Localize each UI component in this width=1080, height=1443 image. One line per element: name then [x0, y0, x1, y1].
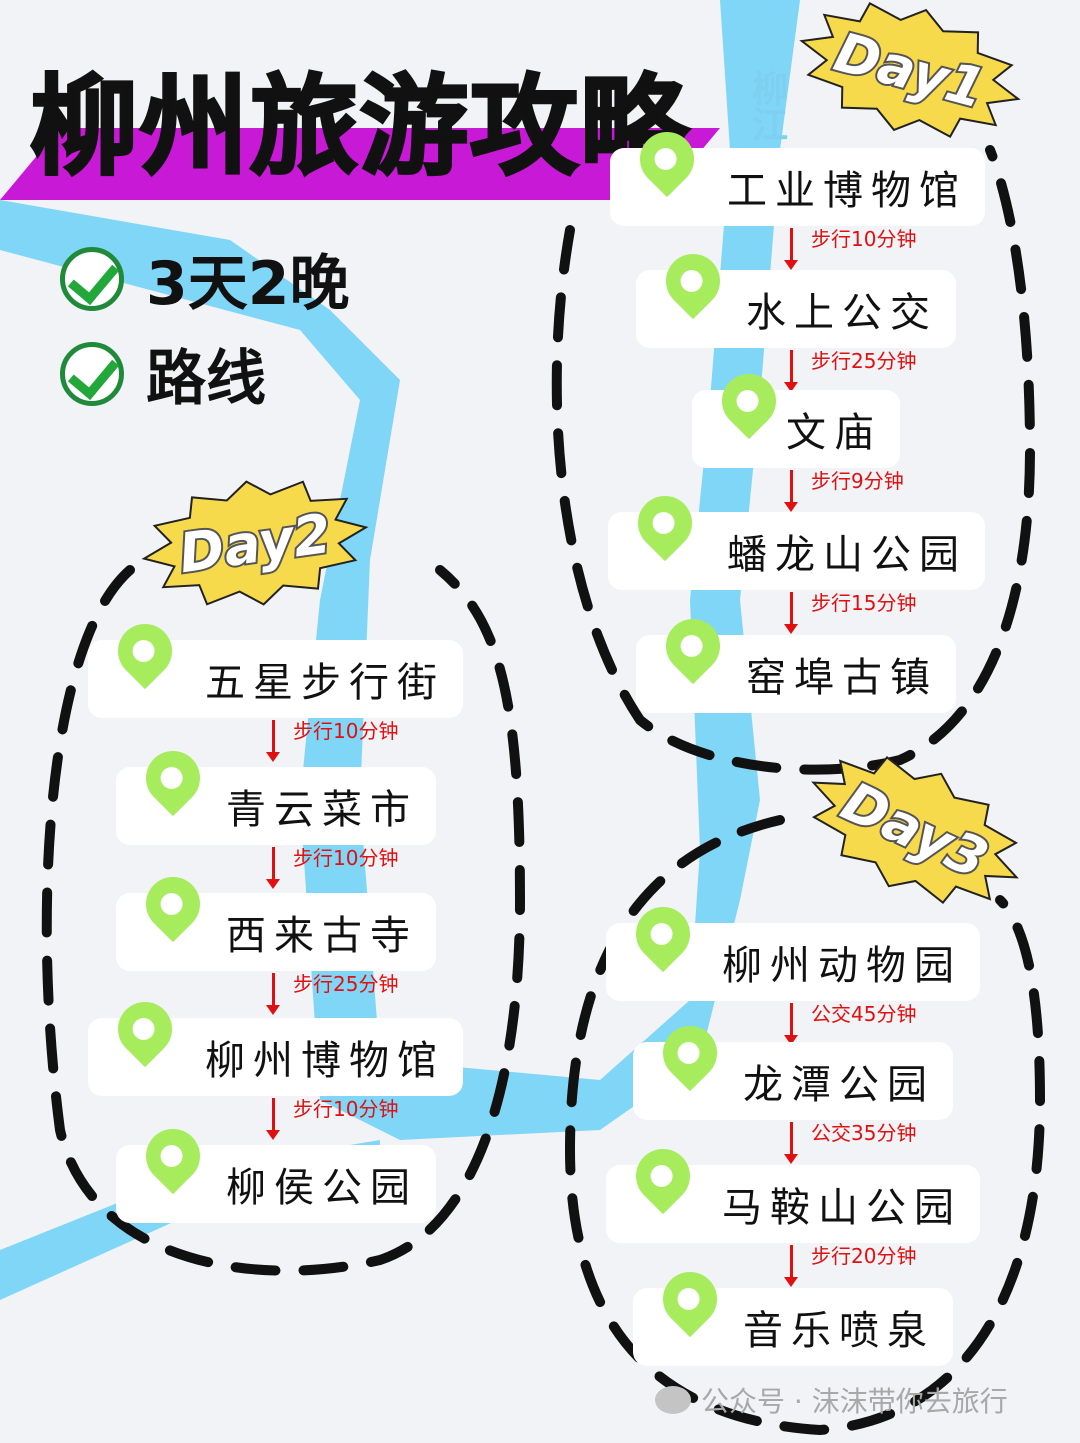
feature-duration: 3天2晚 — [60, 235, 350, 322]
stop-name: 水上公交 — [746, 290, 938, 336]
river-label: 柳江 — [746, 70, 787, 142]
day-badge: Day3 — [811, 755, 1019, 905]
stop-name: 柳侯公园 — [226, 1165, 418, 1211]
transit-label: 步行10分钟 — [293, 718, 399, 743]
stop-name: 柳州博物馆 — [205, 1038, 445, 1084]
stop-card: 窑埠古镇 — [636, 607, 956, 713]
watermark: 公众号 · 沫沫带你去旅行 — [655, 1380, 1008, 1420]
transit-step: 步行10分钟 — [266, 846, 398, 889]
stop-name: 柳州动物园 — [722, 943, 962, 989]
stop-card: 工业博物馆 — [610, 120, 985, 226]
transit-label: 步行20分钟 — [811, 1243, 917, 1268]
checkmark-icon — [60, 341, 124, 406]
transit-label: 步行25分钟 — [811, 348, 917, 373]
page-title: 柳州旅游攻略 — [28, 64, 691, 192]
transit-step: 步行25分钟 — [266, 972, 398, 1015]
arrow-down-icon — [784, 470, 798, 512]
stop-card: 柳州动物园 — [606, 895, 980, 1001]
stop-card: 音乐喷泉 — [633, 1260, 953, 1366]
transit-step: 步行9分钟 — [784, 469, 904, 512]
transit-step: 步行20分钟 — [784, 1244, 916, 1287]
arrow-down-icon — [784, 1245, 798, 1287]
arrow-down-icon — [784, 228, 798, 270]
arrow-down-icon — [266, 1098, 280, 1140]
transit-label: 公交45分钟 — [811, 1001, 917, 1026]
stop-card: 文庙 — [692, 362, 900, 468]
stop-card: 蟠龙山公园 — [608, 484, 985, 590]
transit-step: 步行25分钟 — [784, 349, 916, 392]
stop-card: 西来古寺 — [116, 865, 436, 971]
stop-card: 水上公交 — [636, 242, 956, 348]
arrow-down-icon — [784, 592, 798, 634]
transit-label: 步行10分钟 — [811, 226, 917, 251]
arrow-down-icon — [784, 1003, 798, 1045]
transit-label: 步行10分钟 — [293, 845, 399, 870]
day-badge: Day2 — [141, 480, 369, 606]
transit-step: 步行15分钟 — [784, 591, 916, 634]
stop-name: 蟠龙山公园 — [727, 532, 967, 578]
transit-step: 公交35分钟 — [784, 1121, 916, 1164]
wechat-icon — [655, 1386, 691, 1414]
stop-card: 马鞍山公园 — [606, 1137, 980, 1243]
stop-name: 西来古寺 — [226, 913, 418, 959]
feature-text: 路线 — [146, 344, 266, 414]
stop-name: 青云菜市 — [226, 787, 418, 833]
arrow-down-icon — [266, 720, 280, 762]
transit-label: 步行25分钟 — [293, 971, 399, 996]
stop-name: 工业博物馆 — [727, 168, 967, 214]
arrow-down-icon — [784, 1122, 798, 1164]
arrow-down-icon — [266, 847, 280, 889]
stop-name: 马鞍山公园 — [722, 1185, 962, 1231]
transit-label: 步行15分钟 — [811, 590, 917, 615]
stop-card: 柳侯公园 — [116, 1117, 436, 1223]
stop-name: 文庙 — [786, 410, 882, 456]
transit-label: 步行9分钟 — [811, 468, 904, 493]
feature-text: 3天2晚 — [146, 249, 350, 319]
transit-label: 步行10分钟 — [293, 1096, 399, 1121]
day-badge: Day1 — [799, 1, 1021, 139]
stop-name: 窑埠古镇 — [746, 655, 938, 701]
watermark-text: 公众号 · 沫沫带你去旅行 — [701, 1385, 1008, 1418]
transit-label: 公交35分钟 — [811, 1120, 917, 1145]
stop-card: 五星步行街 — [88, 612, 463, 718]
stop-card: 龙潭公园 — [633, 1014, 953, 1120]
arrow-down-icon — [266, 973, 280, 1015]
title-band — [0, 128, 720, 200]
transit-step: 步行10分钟 — [266, 1097, 398, 1140]
transit-step: 步行10分钟 — [266, 719, 398, 762]
stop-name: 音乐喷泉 — [743, 1308, 935, 1354]
stop-name: 五星步行街 — [205, 660, 445, 706]
stop-name: 龙潭公园 — [743, 1062, 935, 1108]
stop-card: 青云菜市 — [116, 739, 436, 845]
transit-step: 步行10分钟 — [784, 227, 916, 270]
feature-route: 路线 — [60, 330, 266, 417]
arrow-down-icon — [784, 350, 798, 392]
stop-card: 柳州博物馆 — [88, 990, 463, 1096]
checkmark-icon — [60, 246, 124, 311]
transit-step: 公交45分钟 — [784, 1002, 916, 1045]
